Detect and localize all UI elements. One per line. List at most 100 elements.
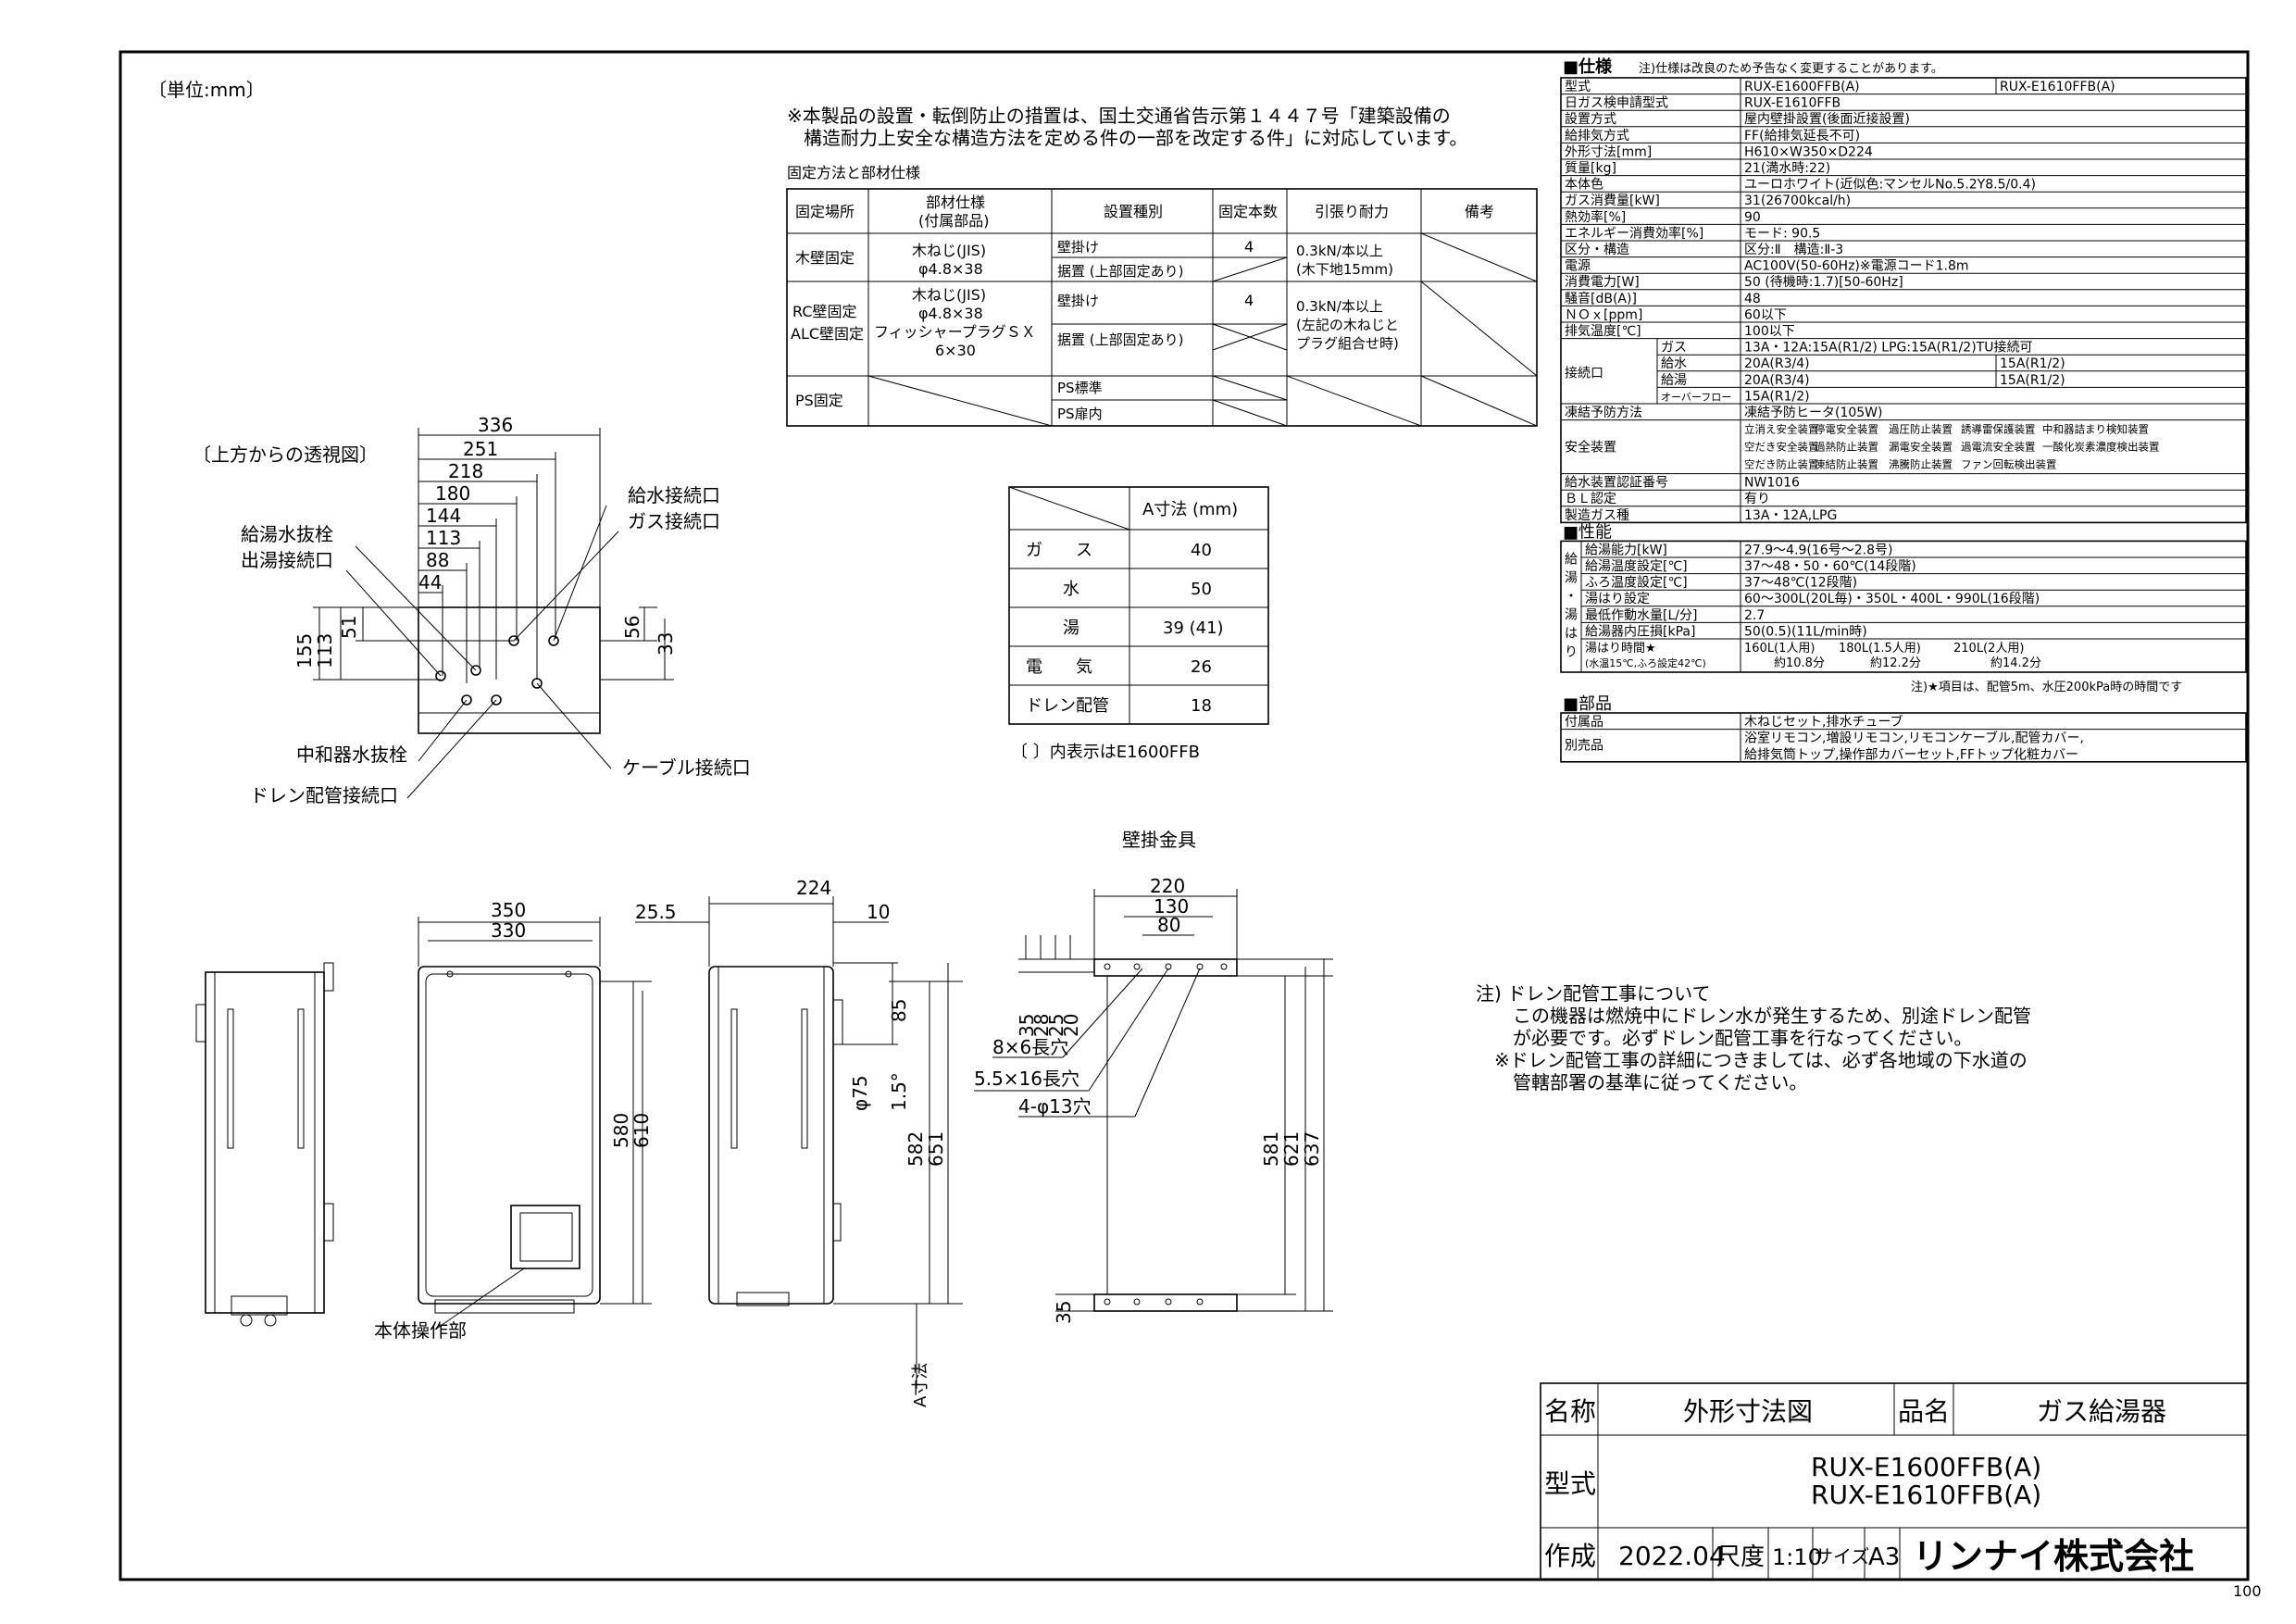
drain-note-1: 注) ドレン配管工事について	[1476, 982, 1711, 1005]
tb-scale-value: 1:10	[1772, 1544, 1822, 1570]
conn-key: 接続口	[1565, 366, 1603, 381]
perf-key: 給湯能力[kW]	[1585, 542, 1667, 557]
spec-value: RUX-E1600FFB(A)	[1744, 80, 1860, 94]
spec-key: 本体色	[1565, 177, 1603, 193]
parts-value: 木ねじセット,排水チューブ	[1744, 714, 1903, 730]
fixing-caption: 固定方法と部材仕様	[787, 164, 920, 181]
tb-product-value: ガス給湯器	[2037, 1396, 2166, 1427]
spec-value: 31(26700kcal/h)	[1744, 194, 1851, 208]
sheet-border	[119, 50, 2250, 1581]
spec-key: 質量[kg]	[1565, 161, 1616, 176]
drain-note-5: 管轄部署の基準に従ってください。	[1513, 1071, 1807, 1093]
perf-key: 最低作動水量[L/分]	[1585, 608, 1697, 623]
tb-scale-key: 尺度	[1716, 1543, 1765, 1571]
spec-key: ＢＬ認定	[1565, 492, 1616, 506]
side-dim-10: 10	[867, 901, 890, 923]
tb-name-key: 名称	[1544, 1396, 1596, 1427]
fill-b1: 180L(1.5人用)	[1839, 642, 1921, 656]
a-dim-value-elec: 26	[1191, 657, 1212, 677]
safety-item: 中和器詰まり検知装置	[2042, 423, 2149, 436]
spec-value: 50 (待機時:1.7)[50-60Hz]	[1744, 275, 1903, 290]
tb-made-key: 作成	[1544, 1541, 1596, 1571]
safety-item: 誘導雷保護装置	[1961, 423, 2036, 436]
title-block: 名称 外形寸法図 品名 ガス給湯器 型式 RUX-E1600FFB(A) RUX…	[1540, 1382, 2249, 1580]
side-dim-phi75: φ75	[849, 1075, 871, 1111]
control-panel	[510, 1205, 580, 1269]
fix-h-material: 部材仕様	[926, 194, 985, 211]
neutral-drain-port-icon	[461, 694, 472, 706]
bracket-slot-8x6: 8×6長穴	[992, 1036, 1068, 1058]
hot-drain-port-icon	[470, 665, 481, 676]
a-dim-label-water: 水	[1063, 580, 1079, 599]
top-dim-88: 88	[426, 549, 449, 571]
spec-key: 設置方式	[1565, 112, 1616, 127]
bracket-dim-621: 621	[1280, 1131, 1303, 1167]
a-dim-value-water: 50	[1191, 580, 1212, 599]
spec-key: エネルギー消費効率[%]	[1565, 225, 1703, 241]
a-dim-note: 〔 〕内表示はE1600FFB	[1011, 743, 1200, 762]
spec-key: 型式	[1565, 80, 1591, 94]
fixing-table: 固定方法と部材仕様 固定場所 部材仕様 (付属部品) 設置種別 固定本数 引張り…	[786, 164, 1538, 427]
fix-wood-str2: (木下地15mm)	[1296, 261, 1393, 278]
bracket-slot-5-5x16: 5.5×16長穴	[974, 1068, 1079, 1090]
top-dim-336: 336	[478, 414, 513, 436]
perf-side: ・	[1565, 589, 1578, 604]
conn-sub: オーバーフロー	[1661, 391, 1731, 403]
top-dim-v56: 56	[621, 616, 643, 639]
spec-value: H610×W350×D224	[1744, 144, 1873, 159]
bracket-dim-35-bottom: 35	[1053, 1301, 1075, 1324]
perf-value: 37～48・50・60℃(14段階)	[1744, 559, 1916, 574]
spec-value: FF(給排気延長不可)	[1744, 129, 1860, 144]
fix-rc-count: 4	[1244, 292, 1254, 309]
a-dim-label-elec: 電 気	[1026, 657, 1092, 677]
top-dim-251: 251	[463, 438, 498, 460]
perf-note: 注)★項目は、配管5m、水圧200kPa時の時間です	[1911, 681, 2182, 694]
bracket-view: 壁掛金具 220 130 80 35 28 25 20 8×6長穴	[974, 829, 1333, 1324]
tb-name-value: 外形寸法図	[1683, 1396, 1813, 1427]
bracket-holes: 4-φ13穴	[1018, 1095, 1092, 1118]
a-dim-header: A寸法 (mm)	[1142, 500, 1238, 519]
side-dim-224: 224	[796, 877, 831, 899]
tb-product-key: 品名	[1898, 1396, 1950, 1427]
bracket-dim-80: 80	[1157, 914, 1180, 936]
label-drain-pipe: ドレン配管接続口	[250, 784, 398, 806]
tb-model-2: RUX-E1610FFB(A)	[1811, 1480, 2041, 1510]
fix-wood-mat1: 木ねじ(JIS)	[912, 242, 986, 259]
fix-rc-mat1: 木ねじ(JIS)	[912, 286, 986, 304]
fix-h-strength: 引張り耐力	[1315, 203, 1389, 220]
fix-h-remarks: 備考	[1465, 203, 1494, 220]
spec-value: 100以下	[1744, 324, 1795, 339]
spec-value: 21(満水時:22)	[1744, 161, 1830, 176]
side-dim-angle: 1.5°	[888, 1072, 910, 1111]
page-number: 100	[2233, 1582, 2262, 1600]
perf-key: 湯はり設定	[1585, 591, 1650, 606]
fix-rc-type1: 壁掛け	[1057, 293, 1099, 309]
safety-item: 空だき防止装置	[1744, 458, 1819, 471]
front-dim-350: 350	[491, 899, 526, 921]
spec-key: 製造ガス種	[1565, 508, 1629, 523]
spec-key: 熱効率[%]	[1565, 209, 1626, 225]
top-dim-v51: 51	[338, 616, 360, 639]
fix-h-count: 固定本数	[1218, 203, 1278, 220]
top-dim-180: 180	[435, 482, 470, 505]
safety-item: 過圧防止装置	[1889, 423, 1953, 436]
fix-wood-type1: 壁掛け	[1057, 239, 1099, 256]
safety-item: 沸騰防止装置	[1889, 458, 1953, 471]
fill-key-1: 湯はり時間★	[1585, 642, 1656, 656]
notice-line-1: ※本製品の設置・転倒防止の措置は、国土交通省告示第１４４７号「建築設備の	[787, 105, 1451, 127]
perf-value: 37～48℃(12段階)	[1744, 576, 1857, 591]
front-dim-580: 580	[610, 1113, 632, 1148]
side-a-dim-label: A寸法	[911, 1363, 930, 1407]
spec-value: 有り	[1744, 492, 1770, 506]
spec-value: 13A・12A,LPG	[1744, 508, 1837, 523]
drain-note-2: この機器は燃焼中にドレン水が発生するため、別途ドレン配管	[1513, 1005, 2031, 1027]
safety-item: 凍結防止装置	[1815, 458, 1878, 471]
spec-value: ユーロホワイト(近似色:マンセルNo.5.2Y8.5/0.4)	[1744, 177, 2036, 193]
side-dim-25-5: 25.5	[635, 901, 677, 923]
label-hot-out: 出湯接続口	[241, 549, 333, 571]
side-dim-651: 651	[925, 1131, 947, 1167]
safety-item: 停電安全装置	[1815, 423, 1878, 436]
conn-value: 20A(R3/4)	[1744, 356, 1810, 371]
fill-c2: 約14.2分	[1990, 656, 2041, 670]
